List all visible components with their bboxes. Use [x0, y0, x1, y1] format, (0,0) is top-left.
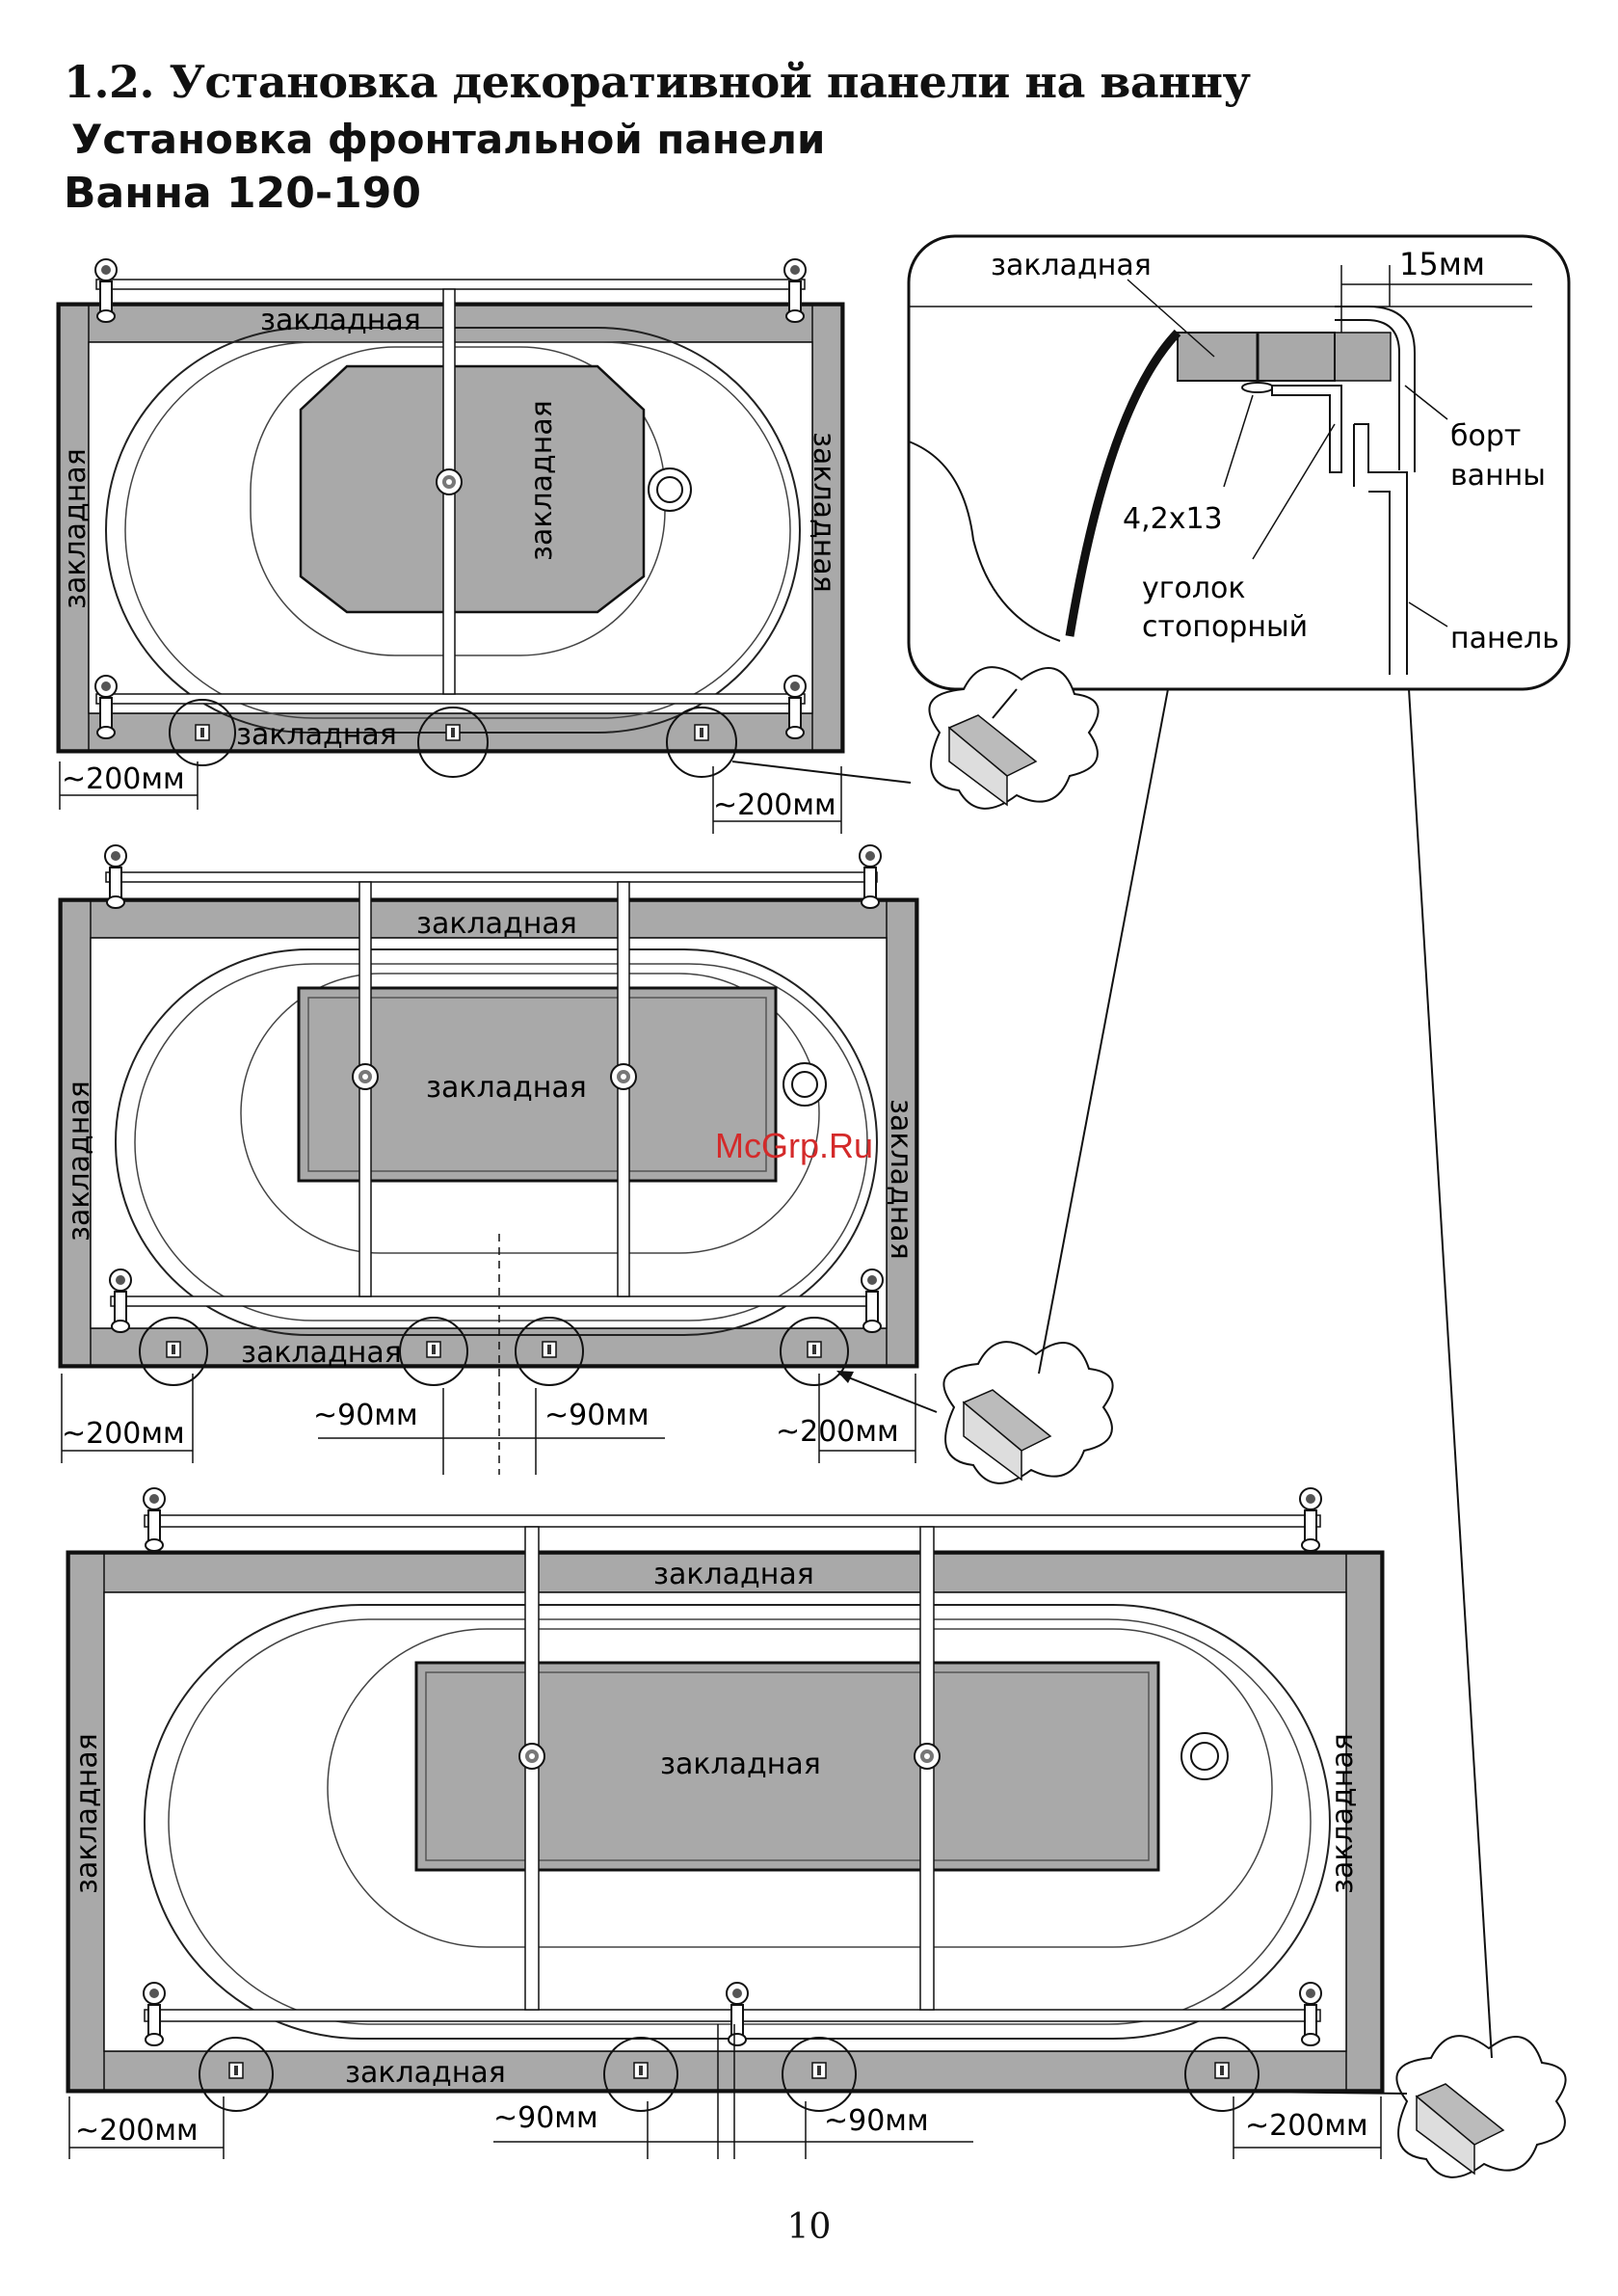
d3-dim-mid-right: ~90мм: [824, 2104, 929, 2138]
d1-top-insert-label: закладная: [260, 304, 421, 337]
detail-stop-corner-label-1: уголок: [1142, 572, 1246, 605]
d3-center-insert-label: закладная: [660, 1748, 821, 1781]
diagram-bath-150: закладная закладная закладная закладная …: [58, 844, 938, 1475]
d1-dim-left: ~200мм: [62, 762, 185, 796]
d2-top-insert-label: закладная: [416, 907, 577, 941]
bracket-cloud-icon-3: [1395, 2035, 1567, 2178]
diagram-bath-120: закладная закладная закладная закладная …: [56, 258, 845, 834]
d2-dim-mid-left: ~90мм: [313, 1399, 418, 1432]
d2-dim-left: ~200мм: [62, 1417, 185, 1451]
d1-bottom-insert-label: закладная: [236, 718, 397, 752]
d3-dim-mid-left: ~90мм: [493, 2101, 598, 2135]
page-title: 1.2. Установка декоративной панели на ва…: [64, 56, 1251, 108]
page-subtitle: Установка фронтальной панели: [71, 116, 826, 163]
d2-left-insert-label: закладная: [63, 1081, 96, 1241]
detail-screw-label: 4,2x13: [1123, 502, 1223, 536]
d2-dim-right: ~200мм: [776, 1415, 899, 1449]
d1-center-insert-label: закладная: [525, 400, 559, 561]
d2-right-insert-label: закладная: [884, 1099, 917, 1260]
d3-bottom-insert-label: закладная: [345, 2056, 506, 2090]
d3-left-insert-label: закладная: [70, 1733, 104, 1894]
d1-right-insert-label: закладная: [807, 432, 840, 593]
detail-insert-label: закладная: [991, 249, 1152, 282]
bracket-cloud-icon-2: [942, 1341, 1114, 1484]
detail-callout: 15мм закладная 4,2x13 уголок стопорный б…: [907, 234, 1571, 691]
detail-panel-label: панель: [1450, 622, 1559, 655]
bath-model-range: Ванна 120-190: [64, 169, 421, 218]
detail-stop-corner-label-2: стопорный: [1142, 610, 1308, 644]
d1-left-insert-label: закладная: [59, 448, 93, 609]
bracket-cloud-icon-1: [928, 666, 1100, 810]
detail-rim-label-2: ванны: [1450, 459, 1546, 493]
d3-dim-right: ~200мм: [1245, 2109, 1368, 2143]
diagram-bath-190: закладная закладная закладная закладная …: [66, 1487, 1408, 2159]
d2-center-insert-label: закладная: [426, 1071, 587, 1105]
d3-right-insert-label: закладная: [1326, 1733, 1360, 1894]
d2-dim-mid-right: ~90мм: [544, 1399, 650, 1432]
page-number: 10: [786, 2207, 832, 2247]
detail-gap-label: 15мм: [1399, 246, 1485, 282]
d1-dim-right: ~200мм: [713, 788, 836, 822]
watermark: McGrp.Ru: [715, 1126, 874, 1165]
d3-dim-left: ~200мм: [75, 2114, 199, 2148]
d3-top-insert-label: закладная: [653, 1558, 814, 1591]
d2-bottom-insert-label: закладная: [241, 1336, 402, 1370]
detail-rim-label-1: борт: [1450, 419, 1521, 453]
